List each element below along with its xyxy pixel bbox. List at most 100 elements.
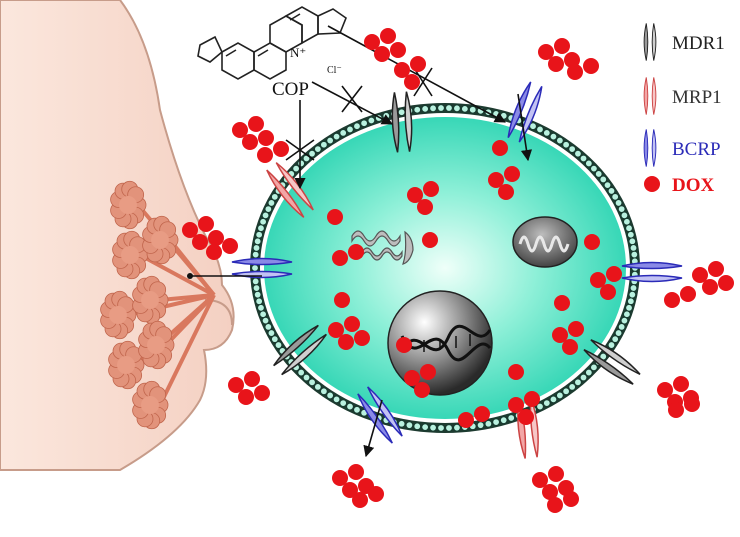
membrane-bead: [274, 341, 283, 349]
dox-dot: [332, 470, 348, 486]
dox-cluster: [364, 28, 406, 62]
dox-dot: [394, 62, 410, 78]
membrane-bead: [405, 421, 414, 430]
dox-cluster: [538, 38, 580, 72]
membrane-bead: [339, 129, 348, 137]
membrane-bead: [607, 187, 616, 195]
membrane-bead: [353, 405, 361, 414]
dox-dot: [606, 266, 622, 282]
dox-dot: [407, 187, 423, 203]
mitochondrion-icon: [512, 216, 578, 268]
dox-cluster: [332, 244, 364, 266]
membrane-bead: [267, 199, 276, 207]
connector-dot: [187, 273, 193, 279]
dox-cluster: [394, 56, 426, 90]
mammary-glands: [100, 180, 216, 430]
dox-cluster: [567, 58, 599, 80]
membrane-bead: [536, 125, 544, 134]
membrane-bead: [625, 303, 633, 312]
gland-lobule: [138, 320, 175, 370]
membrane-bead: [594, 170, 603, 178]
dox-dot: [554, 295, 570, 311]
dox-dot: [334, 292, 350, 308]
membrane-bead: [614, 199, 623, 207]
dox-cluster: [232, 116, 274, 150]
dox-dot: [404, 74, 420, 90]
membrane-bead: [568, 383, 577, 391]
dox-dot: [702, 279, 718, 295]
legend-label-dox: DOX: [672, 175, 715, 196]
membrane-bead: [421, 423, 430, 432]
membrane-bead: [261, 316, 270, 325]
dox-dot: [554, 38, 570, 54]
membrane-bead: [251, 277, 260, 286]
membrane-bead: [579, 154, 588, 163]
dox-dot: [396, 337, 412, 353]
dox-cluster: [552, 321, 584, 355]
dox-cluster: [396, 337, 412, 353]
dox-cluster: [228, 371, 270, 405]
dox-cluster: [206, 238, 238, 260]
dox-dot: [417, 199, 433, 215]
dox-dot: [244, 371, 260, 387]
dox-dot: [542, 484, 558, 500]
membrane-bead: [429, 423, 437, 432]
dox-dot: [563, 491, 579, 507]
membrane-bead: [332, 395, 341, 404]
dox-dot: [242, 134, 258, 150]
dox-dot: [228, 377, 244, 393]
membrane-bead: [549, 395, 558, 404]
legend-item-dox: DOX: [644, 175, 715, 196]
dox-dot: [423, 181, 439, 197]
dox-dot: [567, 64, 583, 80]
membrane-bead: [574, 378, 582, 387]
membrane-bead: [536, 402, 544, 411]
membrane-bead: [507, 414, 516, 422]
dox-dot: [348, 464, 364, 480]
membrane-bead: [255, 230, 264, 239]
dox-dot: [232, 122, 248, 138]
membrane-bead: [360, 119, 369, 128]
chloride-label: Cl⁻: [327, 65, 342, 76]
dox-cluster: [590, 266, 622, 300]
gland-lobule: [108, 340, 145, 390]
dox-dot: [708, 261, 724, 277]
mdr1-transporter-icon: [643, 22, 657, 62]
membrane-bead: [413, 105, 422, 114]
membrane-bead: [397, 419, 406, 428]
membrane-bead: [252, 244, 261, 252]
dox-dot: [192, 234, 208, 250]
dox-dot: [420, 364, 436, 380]
membrane-bead: [574, 149, 582, 158]
gland-lobule: [132, 380, 169, 430]
cop-label: COP: [272, 79, 309, 100]
dox-dot: [352, 492, 368, 508]
legend-item-mdr1: MDR1: [643, 22, 725, 62]
dox-dot: [564, 52, 580, 68]
dox-dot: [552, 327, 568, 343]
membrane-bead: [397, 108, 406, 117]
membrane-bead: [346, 125, 354, 134]
dox-dot: [538, 44, 554, 60]
membrane-bead: [579, 373, 588, 382]
membrane-bead: [630, 250, 639, 259]
dox-dot: [547, 497, 563, 513]
membrane-bead: [622, 217, 631, 226]
membrane-bead: [253, 290, 262, 299]
dox-cluster: [508, 364, 524, 380]
membrane-bead: [555, 136, 564, 145]
dox-dot: [422, 232, 438, 248]
membrane-bead: [326, 136, 335, 145]
membrane-bead: [568, 145, 577, 153]
membrane-bead: [270, 192, 279, 201]
membrane-bead: [617, 205, 626, 214]
dox-cluster: [332, 464, 374, 498]
dox-cluster: [407, 181, 439, 215]
membrane-bead: [611, 192, 620, 201]
mrp1-transporter-icon: [643, 76, 657, 116]
membrane-bead: [620, 316, 629, 325]
membrane-bead: [413, 422, 422, 431]
dox-cluster: [327, 209, 343, 225]
dox-dot: [254, 385, 270, 401]
